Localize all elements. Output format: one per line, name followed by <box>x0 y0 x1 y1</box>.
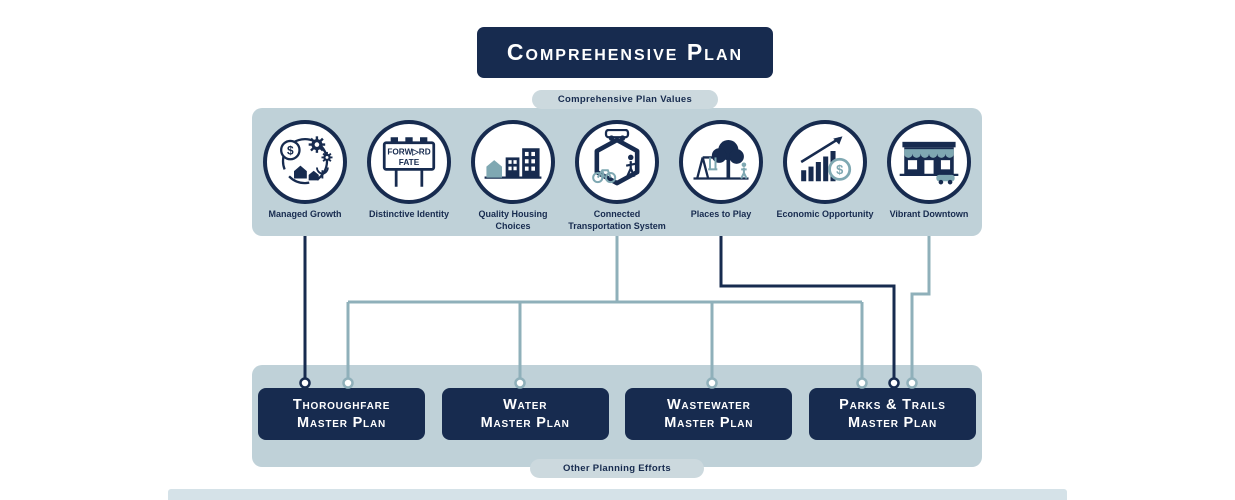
plan-line2: Master Plan <box>296 415 387 431</box>
transportation-icon-art <box>592 129 640 186</box>
play-icon-art <box>693 140 749 180</box>
managed-growth-icon-art: $ <box>280 136 333 185</box>
plan-line2: Master Plan <box>480 415 570 431</box>
values-pill-label: Comprehensive Plan Values <box>557 94 693 105</box>
value-item-label: Places to Play <box>690 209 752 219</box>
page-title: Comprehensive Plan <box>506 39 744 65</box>
other-planning-efforts-panel: Thoroughfare Master Plan Water Master Pl… <box>252 365 982 467</box>
value-item-label: Connected Transportation System <box>568 209 666 231</box>
value-item-label: Managed Growth <box>268 209 342 219</box>
billboard-icon: FORW▷RD FATE <box>367 120 451 204</box>
connector-transportation-bus <box>346 236 864 378</box>
plan-line2: Master Plan <box>847 415 937 431</box>
billboard-text-line1: FORW▷RD <box>387 148 430 157</box>
value-item-label: Distinctive Identity <box>368 209 449 219</box>
plan-box-parks-trails: Parks & Trails Master Plan <box>808 388 976 440</box>
value-item-economic-opportunity: $ Economic Opportunity <box>776 120 874 236</box>
value-item-vibrant-downtown: Vibrant Downtown <box>880 120 978 236</box>
efforts-pill-label: Other Planning Efforts <box>563 463 671 474</box>
economy-icon-art: $ <box>800 136 852 182</box>
dollar-glyph: $ <box>287 144 294 158</box>
plan-line1: Parks & Trails <box>839 396 946 413</box>
comprehensive-plan-title-box: Comprehensive Plan <box>477 27 773 78</box>
plan-box-wastewater: Wastewater Master Plan <box>625 388 793 440</box>
housing-icon-art <box>484 148 542 179</box>
transportation-icon <box>575 120 659 204</box>
dollar-glyph: $ <box>836 162 843 177</box>
downtown-icon <box>887 120 971 204</box>
billboard-icon-art: FORW▷RD FATE <box>382 137 436 187</box>
plan-line1: Water <box>503 396 548 413</box>
value-item-connected-transportation: Connected Transportation System <box>568 120 666 236</box>
managed-growth-icon: $ <box>263 120 347 204</box>
economy-icon: $ <box>783 120 867 204</box>
efforts-pill: Other Planning Efforts <box>530 459 704 478</box>
footer-strip <box>168 489 1067 500</box>
downtown-icon-art <box>899 141 959 185</box>
plan-box-thoroughfare: Thoroughfare Master Plan <box>258 388 425 440</box>
plan-line1: Wastewater <box>666 396 751 413</box>
play-icon <box>679 120 763 204</box>
plan-line2: Master Plan <box>664 415 754 431</box>
value-item-label: Vibrant Downtown <box>889 209 969 219</box>
value-item-quality-housing: Quality Housing Choices <box>464 120 562 236</box>
plan-line1: Thoroughfare <box>292 396 391 413</box>
value-item-managed-growth: $ M <box>256 120 354 236</box>
values-panel: $ M <box>252 108 982 236</box>
value-item-label: Economic Opportunity <box>776 209 874 219</box>
connector-downtown-parks <box>910 236 931 378</box>
value-item-places-to-play: Places to Play <box>672 120 770 236</box>
housing-icon <box>471 120 555 204</box>
billboard-text-line2: FATE <box>399 158 420 167</box>
value-item-distinctive-identity: FORW▷RD FATE Distinctive Identity <box>360 120 458 236</box>
connector-places-to-play-parks <box>719 236 896 378</box>
values-pill: Comprehensive Plan Values <box>532 90 718 109</box>
plan-box-water: Water Master Plan <box>441 388 609 440</box>
value-item-label: Quality Housing Choices <box>478 209 548 231</box>
